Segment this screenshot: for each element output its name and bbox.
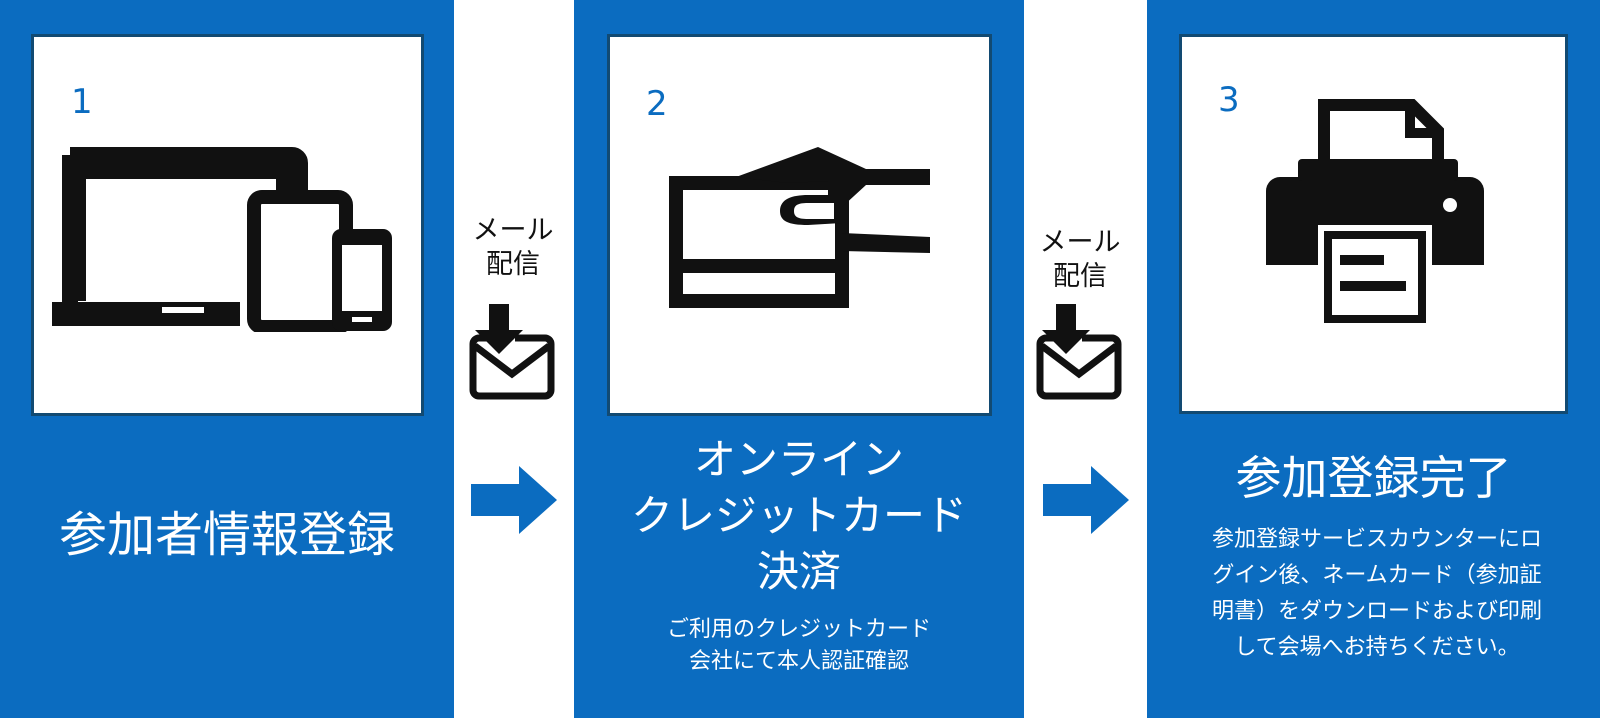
step-3-description: 参加登録サービスカウンターにロ グイン後、ネームカード（参加証 明書）をダウンロ… (1211, 527, 1542, 660)
devices-icon (52, 147, 392, 332)
right-arrow-icon (1043, 466, 1129, 534)
mail-delivery-label: メール 配信 (1039, 227, 1121, 292)
step-2-illustration: 2 (607, 34, 992, 416)
step-2-title: オンライン クレジットカード 決済 (630, 435, 967, 596)
step-1-title: 参加者情報登録 (58, 507, 395, 563)
step-number: 3 (1218, 80, 1240, 120)
step-1-panel: 1 参加者情報登録 (0, 0, 454, 718)
step-number: 1 (71, 82, 93, 122)
step-number: 2 (646, 84, 668, 124)
step-2-panel: 2 オンライン クレジットカード 決済 ご利用のクレジットカード 会社にて本人認… (574, 0, 1024, 718)
printer-icon (1266, 99, 1484, 329)
right-arrow-icon (471, 466, 557, 534)
step-3-title: 参加登録完了 (1235, 451, 1512, 505)
mail-delivery-label: メール 配信 (472, 215, 554, 280)
step-1-illustration: 1 (31, 34, 424, 416)
step-3-panel: 3 参加登録完了 参加登録サービスカウンターにロ グイン後、ネームカード（参加証… (1147, 0, 1600, 718)
mail-download-icon (469, 304, 555, 400)
credit-card-hand-icon (669, 147, 930, 308)
step-3-illustration: 3 (1179, 34, 1568, 414)
step-2-description: ご利用のクレジットカード 会社にて本人認証確認 (666, 617, 931, 674)
mail-download-icon (1036, 304, 1122, 400)
